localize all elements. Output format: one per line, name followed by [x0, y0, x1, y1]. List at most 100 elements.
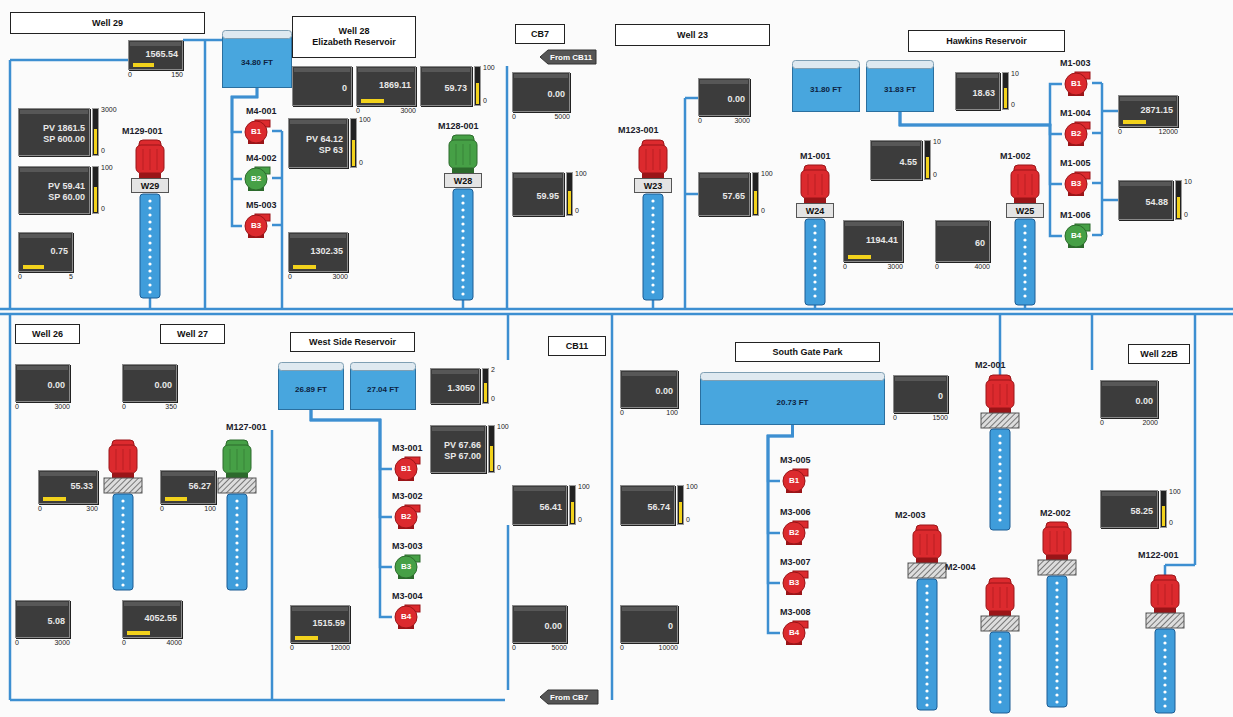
value-display: 59.73 — [420, 66, 472, 106]
scale-number: 0 — [620, 409, 624, 416]
value-display: 0.00 — [15, 364, 70, 402]
display-strip — [17, 602, 68, 606]
booster-pump: B4 — [392, 603, 422, 629]
gauge-fill — [490, 446, 493, 471]
scale-number: 10 — [933, 138, 941, 145]
level-gauge — [569, 485, 576, 525]
level-gauge — [566, 172, 573, 216]
well-label: W23 — [634, 178, 672, 193]
booster-pump: B4 — [780, 619, 810, 645]
display-strip — [20, 110, 88, 114]
scale-number: 0 — [18, 273, 22, 280]
scale-number: 0 — [15, 639, 19, 646]
value-display: 56.41 — [512, 485, 567, 525]
gauge-fill — [1177, 197, 1180, 218]
well-label: W24 — [796, 203, 834, 218]
node-text: 58.25 — [1130, 506, 1153, 517]
value-display: 55.33 — [38, 470, 98, 504]
scale-number: 0 — [160, 505, 164, 512]
equipment-tag: M128-001 — [438, 121, 479, 131]
level-bar — [165, 497, 187, 501]
equipment-tag: M3-002 — [392, 491, 423, 501]
node-text: SP 60.00 — [48, 192, 85, 203]
display-strip — [130, 42, 181, 46]
scale-number: 0 — [935, 263, 939, 270]
scale-number: 0 — [288, 273, 292, 280]
node-text: 0.00 — [154, 380, 172, 391]
node-text: 54.88 — [1145, 197, 1168, 208]
scale-number: 3000 — [734, 117, 750, 124]
node-text: B2 — [245, 174, 267, 183]
booster-pump: B1 — [780, 467, 810, 493]
value-display: 0.00 — [122, 364, 177, 402]
node-text: 1565.54 — [145, 49, 178, 60]
display-strip — [358, 68, 414, 72]
equipment-tag: M2-004 — [945, 562, 976, 572]
gauge-fill — [754, 191, 757, 214]
pipe-connector — [900, 112, 1062, 236]
node-text: 56.74 — [647, 502, 670, 513]
value-display: PV 1861.5SP 600.00 — [18, 108, 90, 156]
well-pump: W23 — [638, 140, 668, 300]
scale-number: 0 — [1184, 211, 1188, 218]
node-text: 1302.35 — [310, 246, 343, 257]
section-header: Well 28Elizabeth Reservoir — [292, 16, 416, 58]
level-bar — [127, 631, 150, 635]
value-display: 57.65 — [698, 172, 750, 216]
booster-pump: B2 — [242, 165, 272, 191]
display-strip — [937, 222, 988, 226]
level-gauge — [677, 485, 684, 525]
level-bar — [133, 63, 154, 67]
pipe-connector — [311, 410, 392, 617]
equipment-tag: M129-001 — [122, 126, 163, 136]
booster-pump: B3 — [392, 553, 422, 579]
equipment-tag: M127-001 — [226, 422, 267, 432]
node-text: 0.00 — [655, 386, 673, 397]
node-text: B2 — [783, 528, 805, 537]
node-text: 60 — [975, 238, 985, 249]
equipment-tag: M2-003 — [895, 510, 926, 520]
display-strip — [1102, 492, 1156, 496]
display-strip — [20, 168, 88, 172]
display-strip — [700, 80, 748, 84]
scale-number: 0 — [893, 414, 897, 421]
pipe-connector — [900, 112, 1062, 134]
gauge-fill — [679, 502, 682, 523]
gauge-fill — [571, 502, 574, 523]
display-strip — [40, 472, 96, 476]
section-header: South Gate Park — [735, 342, 880, 362]
scale-number: 100 — [497, 423, 509, 430]
equipment-tag: M1-001 — [800, 151, 831, 161]
node-text: B4 — [1065, 231, 1087, 240]
scale-number: 0 — [512, 113, 516, 120]
level-gauge — [1002, 72, 1009, 110]
value-display: 0.00 — [1100, 380, 1158, 418]
node-text: 1.3050 — [447, 383, 475, 394]
node-text: CB7 — [531, 29, 549, 40]
gauge-fill — [484, 383, 487, 402]
node-text: From CB11 — [550, 53, 592, 62]
value-display: 1515.59 — [290, 605, 350, 643]
gauge-fill — [1162, 506, 1165, 526]
booster-pump: B1 — [242, 118, 272, 144]
equipment-tag: M3-008 — [780, 607, 811, 617]
off-page-flag: From CB11 — [540, 50, 596, 64]
equipment-tag: M1-003 — [1060, 58, 1091, 68]
equipment-tag: M3-005 — [780, 455, 811, 465]
off-page-flag: From CB7 — [540, 690, 598, 704]
scale-number: 100 — [483, 64, 495, 71]
node-text: 55.33 — [70, 481, 93, 492]
display-strip — [1120, 97, 1176, 101]
scale-number: 0 — [15, 403, 19, 410]
node-text: From CB7 — [550, 693, 588, 702]
scale-number: 0 — [290, 644, 294, 651]
scale-number: 0 — [1169, 519, 1173, 526]
pump-shape — [638, 140, 668, 300]
scale-number: 5 — [69, 273, 73, 280]
node-text: Well 29 — [92, 18, 123, 29]
reservoir-tank: 20.73 FT — [700, 372, 885, 425]
pump-shape — [135, 140, 165, 298]
scale-number: 0 — [128, 71, 132, 78]
